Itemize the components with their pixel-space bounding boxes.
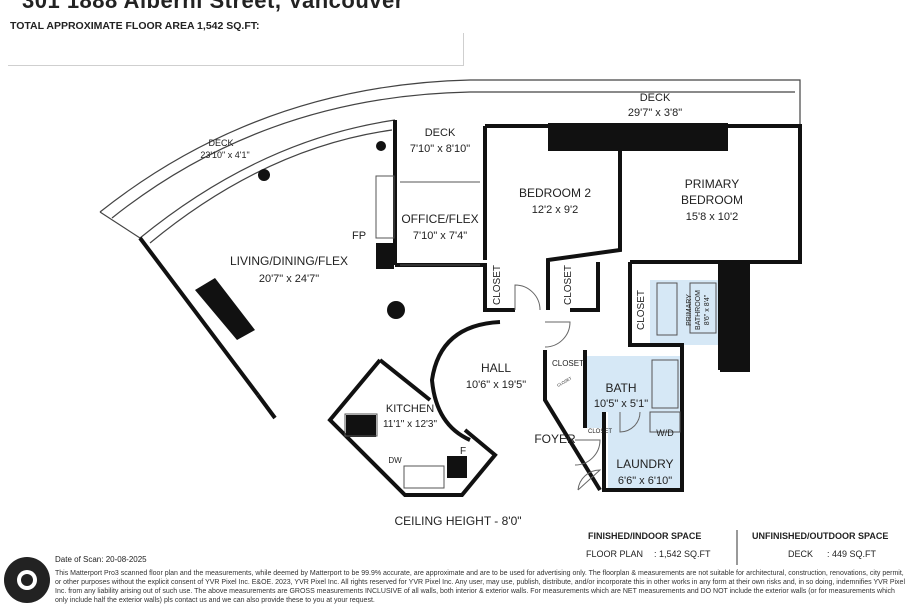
living-name: LIVING/DINING/FLEX — [230, 254, 348, 268]
fridge-label: F — [460, 446, 466, 457]
hall-name: HALL — [481, 361, 511, 375]
finished-value: : 1,542 SQ.FT — [654, 549, 711, 559]
finished-title: FINISHED/INDOOR SPACE — [588, 531, 702, 541]
deck-left-dims: 23'10" x 4'1" — [200, 150, 249, 160]
disclaimer: This Matterport Pro3 scanned floor plan … — [55, 570, 906, 604]
primary-bath-name2: BATHROOM — [695, 290, 702, 330]
total-area: TOTAL APPROXIMATE FLOOR AREA 1,542 SQ.FT… — [10, 20, 260, 32]
primary-bath-name1: PRIMARY — [686, 294, 693, 326]
office-dims: 7'10" x 7'4" — [413, 230, 467, 242]
hall-dims: 10'6" x 19'5" — [466, 379, 526, 391]
closet-b: CLOSET — [563, 265, 574, 305]
yvr-pixel-logo-icon — [4, 557, 50, 603]
laundry-dims: 6'6" x 6'10" — [618, 475, 672, 487]
wd-label: W/D — [656, 428, 674, 438]
deck-mid-dims: 7'10" x 8'10" — [410, 143, 470, 155]
doors — [514, 284, 641, 491]
solid-walls — [195, 123, 750, 478]
room-labels: DECK 29'7" x 3'8" DECK 23'10" x 4'1" DEC… — [200, 92, 743, 528]
hall-curve — [429, 320, 501, 442]
bedroom2-name: BEDROOM 2 — [519, 186, 591, 200]
header-box — [8, 33, 464, 66]
living-dims: 20'7" x 24'7" — [259, 273, 319, 285]
primary-bedroom-dims: 15'8 x 10'2 — [686, 211, 739, 223]
foyer-label: FOYER — [534, 432, 576, 446]
address-title: 301 1888 Alberni Street, Vancouver — [22, 0, 404, 13]
thin-lines — [344, 175, 717, 489]
primary-bedroom-name1: PRIMARY — [685, 177, 739, 191]
primary-bath-fill — [650, 280, 720, 345]
closet-a: CLOSET — [492, 265, 503, 305]
deck-top-name: DECK — [640, 92, 671, 104]
closet-e: CLOSET — [556, 375, 573, 388]
scan-date: Date of Scan: 20-08-2025 — [55, 555, 147, 564]
columns — [258, 141, 405, 319]
deck-top-dims: 29'7" x 3'8" — [628, 107, 682, 119]
bedroom2-dims: 12'2 x 9'2 — [532, 204, 578, 216]
walls — [138, 120, 802, 497]
fp-label: FP — [352, 230, 366, 242]
dw-label: DW — [388, 456, 402, 465]
ceiling-height: CEILING HEIGHT - 8'0" — [394, 514, 521, 528]
office-name: OFFICE/FLEX — [401, 212, 478, 226]
laundry-name: LAUNDRY — [616, 457, 673, 471]
closet-c: CLOSET — [636, 290, 647, 330]
header: 301 1888 Alberni Street, Vancouver TOTAL… — [0, 0, 910, 72]
deck-outline — [99, 79, 801, 262]
deck-left-name: DECK — [208, 138, 233, 148]
unfinished-label: DECK — [788, 549, 814, 559]
primary-bath-dims: 8'6" x 8'4" — [704, 294, 711, 325]
unfinished-value: : 449 SQ.FT — [827, 549, 877, 559]
closet-f: CLOSET — [588, 429, 612, 435]
kitchen-dims: 11'1" x 12'3" — [383, 419, 438, 430]
unfinished-title: UNFINISHED/OUTDOOR SPACE — [752, 531, 889, 541]
bath-dims: 10'5" x 5'1" — [594, 398, 648, 410]
primary-bedroom-name2: BEDROOM — [681, 193, 743, 207]
blue-rooms — [585, 280, 720, 490]
kitchen-name: KITCHEN — [386, 403, 434, 415]
bath-name: BATH — [605, 381, 636, 395]
finished-label: FLOOR PLAN — [586, 549, 644, 559]
closet-d: CLOSET — [552, 359, 584, 368]
bath-fill — [585, 356, 682, 428]
deck-mid-name: DECK — [425, 127, 456, 139]
